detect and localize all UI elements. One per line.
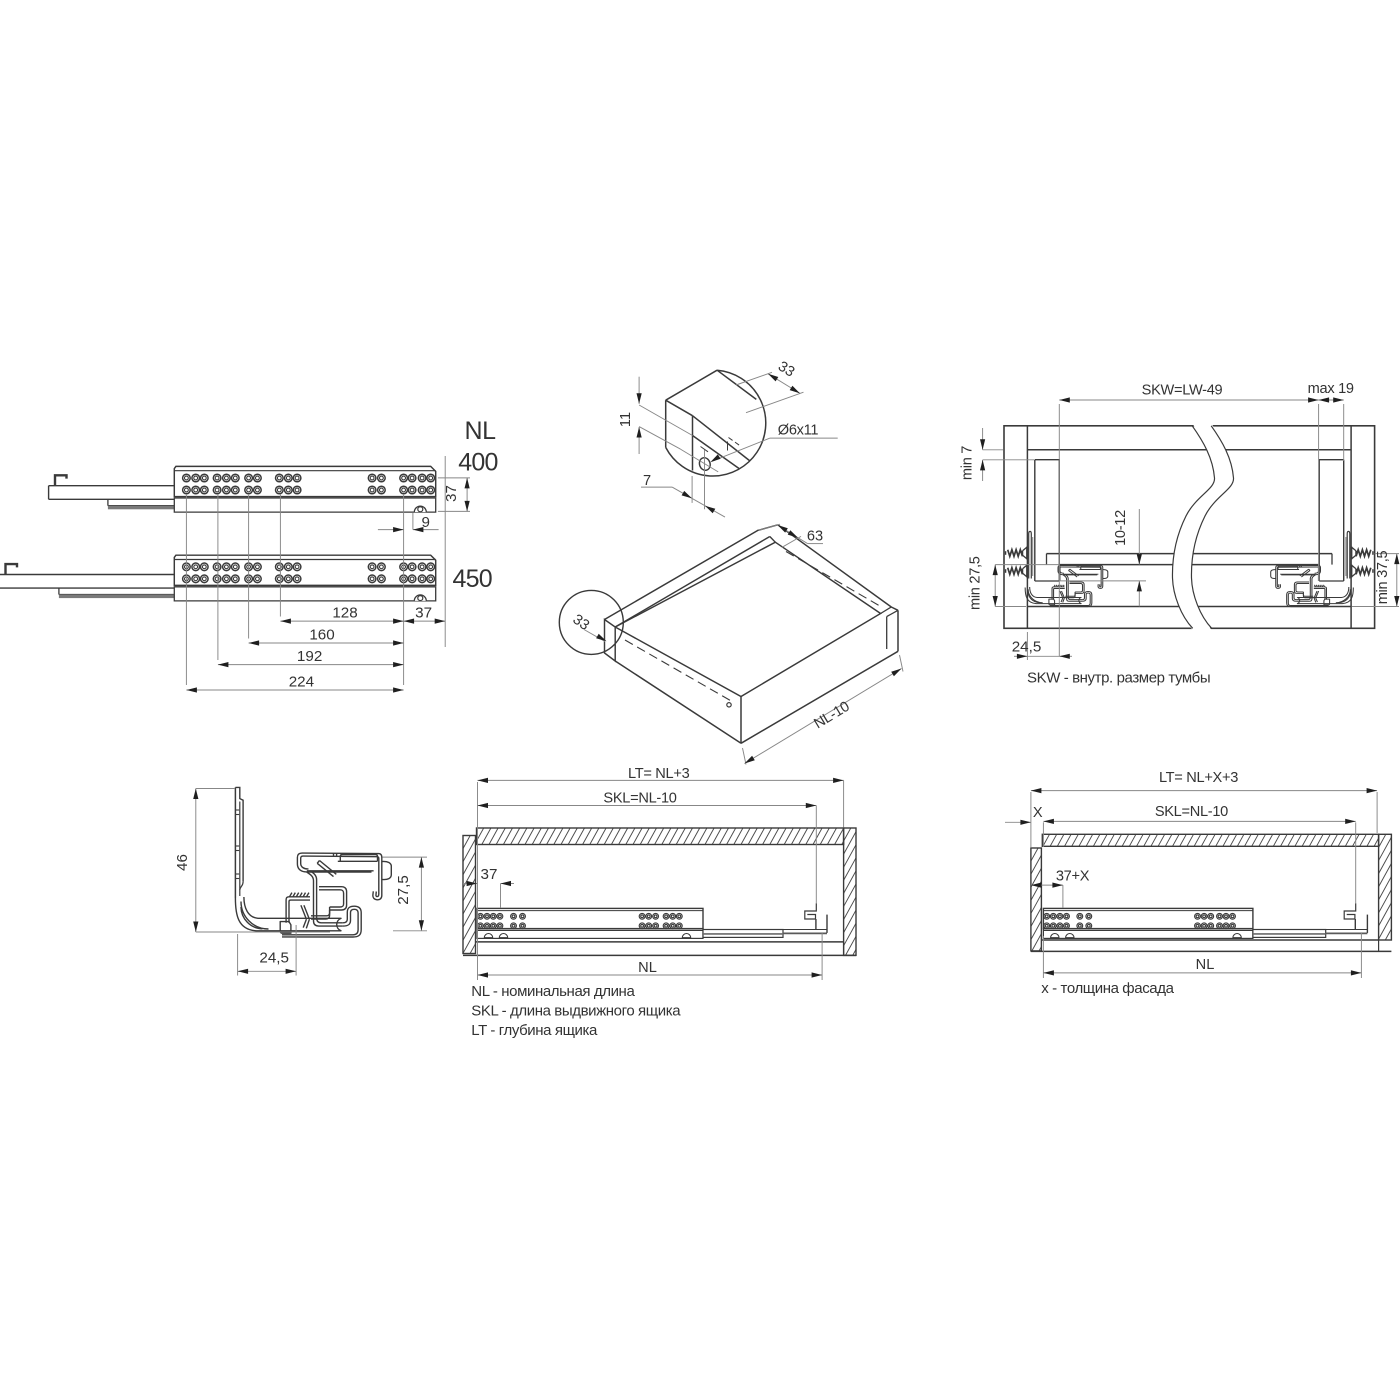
svg-text:450: 450	[453, 565, 492, 593]
svg-text:X: X	[1033, 805, 1043, 821]
svg-text:NL: NL	[638, 960, 657, 976]
svg-text:160: 160	[309, 626, 334, 643]
svg-text:27,5: 27,5	[395, 875, 412, 905]
svg-text:Ø6x11: Ø6x11	[778, 423, 819, 439]
svg-text:x - толщина фасада: x - толщина фасада	[1041, 980, 1174, 997]
svg-text:NL: NL	[1196, 957, 1215, 973]
svg-text:NL - номинальная длина: NL - номинальная длина	[471, 983, 635, 1000]
svg-text:33: 33	[570, 612, 592, 634]
svg-text:SKW - внутр. размер тумбы: SKW - внутр. размер тумбы	[1027, 670, 1210, 687]
svg-text:24,5: 24,5	[1012, 638, 1042, 655]
svg-text:63: 63	[807, 529, 823, 545]
svg-text:224: 224	[289, 673, 314, 690]
svg-text:37: 37	[481, 866, 498, 883]
svg-text:7: 7	[643, 473, 651, 489]
svg-text:SKL=NL-10: SKL=NL-10	[1155, 804, 1228, 820]
svg-text:SKL=NL-10: SKL=NL-10	[603, 791, 676, 807]
svg-text:SKW=LW-49: SKW=LW-49	[1142, 383, 1223, 399]
svg-text:37+X: 37+X	[1056, 869, 1090, 885]
svg-text:192: 192	[297, 648, 322, 665]
svg-text:NL: NL	[465, 417, 497, 445]
svg-text:SKL - длина выдвижного ящика: SKL - длина выдвижного ящика	[471, 1002, 681, 1019]
svg-text:46: 46	[174, 854, 191, 871]
svg-text:37: 37	[415, 604, 432, 621]
svg-text:128: 128	[332, 605, 357, 622]
svg-text:LT= NL+X+3: LT= NL+X+3	[1159, 770, 1238, 786]
svg-text:37: 37	[443, 485, 460, 502]
svg-text:min 7: min 7	[960, 446, 976, 480]
svg-text:9: 9	[421, 514, 429, 531]
svg-text:10-12: 10-12	[1113, 510, 1129, 546]
svg-text:33: 33	[775, 359, 797, 381]
svg-text:24,5: 24,5	[259, 949, 289, 966]
svg-text:400: 400	[458, 449, 497, 477]
svg-text:max 19: max 19	[1308, 381, 1354, 397]
svg-text:min 27,5: min 27,5	[967, 556, 983, 610]
svg-text:min 37,5: min 37,5	[1375, 551, 1391, 605]
svg-text:11: 11	[618, 412, 634, 427]
svg-text:LT= NL+3: LT= NL+3	[628, 766, 690, 782]
svg-text:LT - глубина ящика: LT - глубина ящика	[471, 1022, 598, 1039]
